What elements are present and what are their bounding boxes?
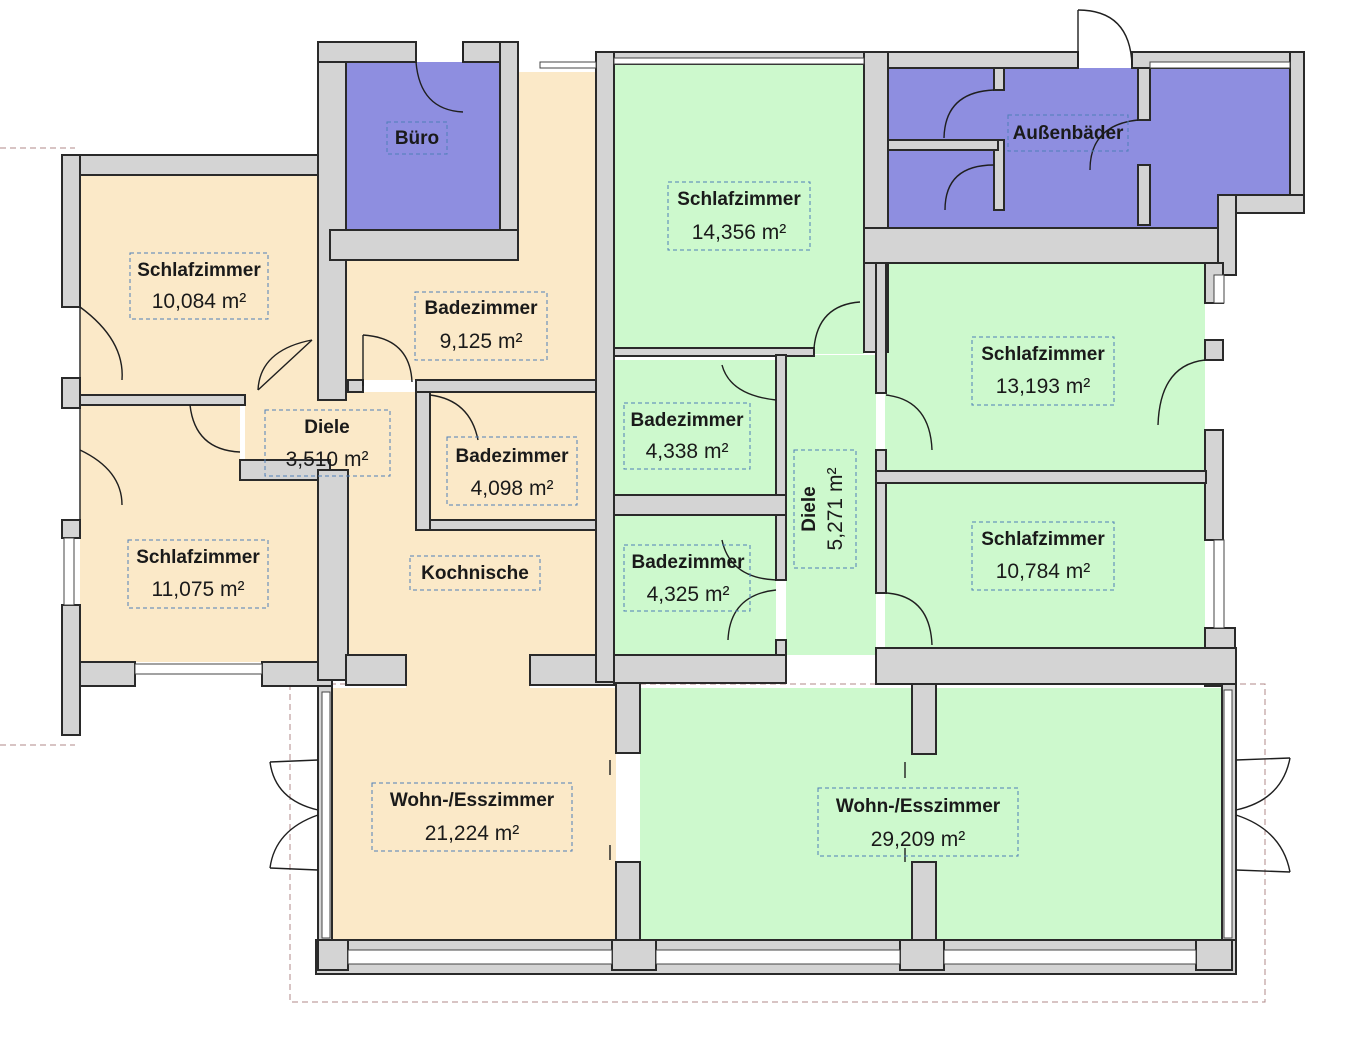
room-labels: Büro Außenbäder Schlafzimmer 10,084 m² B… — [127, 114, 1129, 857]
label-diele-1: Diele 3,510 m² — [264, 409, 391, 477]
label-badezimmer-4: Badezimmer 4,325 m² — [623, 544, 751, 612]
label-wohn-2: Wohn-/Esszimmer 29,209 m² — [817, 787, 1019, 857]
room-area-badezimmer-3: 4,338 m² — [646, 440, 729, 463]
room-name-badezimmer-3: Badezimmer — [631, 410, 745, 431]
room-name-wohn-2: Wohn-/Esszimmer — [836, 796, 1001, 817]
room-fill-diele-2 — [786, 355, 876, 655]
room-fill-wohn-1 — [330, 688, 616, 940]
room-name-schlafzimmer-2: Schlafzimmer — [677, 189, 801, 210]
room-area-badezimmer-4: 4,325 m² — [647, 583, 730, 606]
room-fill-kochnische — [330, 470, 596, 688]
room-fill-badezimmer-4 — [614, 515, 776, 655]
label-schlafzimmer-2: Schlafzimmer 14,356 m² — [667, 181, 811, 251]
room-fill-buero — [340, 62, 500, 230]
label-badezimmer-3: Badezimmer 4,338 m² — [623, 402, 751, 470]
room-name-aussenbaeder: Außenbäder — [1013, 123, 1124, 144]
room-name-buero: Büro — [395, 128, 439, 149]
terrace-outline — [0, 147, 1266, 1003]
room-name-schlafzimmer-4: Schlafzimmer — [136, 547, 260, 568]
room-fill-diele-1 — [245, 392, 416, 470]
doors — [79, 9, 1291, 873]
room-name-badezimmer-2: Badezimmer — [456, 446, 570, 467]
room-fill-badezimmer-3 — [614, 360, 776, 495]
room-area-schlafzimmer-2: 14,356 m² — [692, 221, 787, 244]
label-aussenbaeder: Außenbäder — [1007, 114, 1129, 152]
room-fill-badezimmer-1 — [346, 72, 596, 380]
label-schlafzimmer-4: Schlafzimmer 11,075 m² — [127, 539, 269, 609]
room-area-schlafzimmer-4: 11,075 m² — [152, 578, 245, 601]
walls — [61, 41, 1305, 975]
room-fill-schlafzimmer-3 — [885, 263, 1205, 471]
room-area-schlafzimmer-1: 10,084 m² — [152, 290, 247, 313]
room-name-wohn-1: Wohn-/Esszimmer — [390, 790, 555, 811]
room-name-diele-2: Diele — [799, 486, 820, 531]
room-name-badezimmer-4: Badezimmer — [632, 552, 746, 573]
room-fill-schlafzimmer-5 — [885, 483, 1205, 648]
room-name-schlafzimmer-5: Schlafzimmer — [981, 529, 1105, 550]
label-buero: Büro — [386, 121, 448, 155]
room-area-wohn-2: 29,209 m² — [871, 828, 966, 851]
room-fills — [80, 62, 1290, 940]
room-fill-aussenbaeder — [888, 68, 1290, 228]
label-diele-2: Diele 5,271 m² — [793, 449, 857, 569]
windows — [63, 57, 1291, 965]
label-kochnische: Kochnische — [409, 555, 541, 591]
room-area-diele-1: 3,510 m² — [286, 448, 369, 471]
label-schlafzimmer-1: Schlafzimmer 10,084 m² — [129, 252, 269, 320]
label-wohn-1: Wohn-/Esszimmer 21,224 m² — [371, 782, 573, 852]
room-name-kochnische: Kochnische — [421, 563, 529, 584]
room-name-diele-1: Diele — [304, 417, 349, 438]
label-badezimmer-2: Badezimmer 4,098 m² — [446, 436, 578, 506]
room-fill-badezimmer-2 — [430, 392, 596, 520]
room-area-badezimmer-2: 4,098 m² — [471, 477, 554, 500]
label-badezimmer-1: Badezimmer 9,125 m² — [414, 291, 548, 361]
label-schlafzimmer-3: Schlafzimmer 13,193 m² — [971, 336, 1115, 406]
room-fill-schlafzimmer-4 — [80, 402, 318, 662]
room-area-wohn-1: 21,224 m² — [425, 822, 520, 845]
room-area-schlafzimmer-5: 10,784 m² — [996, 560, 1091, 583]
room-name-badezimmer-1: Badezimmer — [425, 298, 539, 319]
room-area-schlafzimmer-3: 13,193 m² — [996, 375, 1091, 398]
room-name-schlafzimmer-1: Schlafzimmer — [137, 260, 261, 281]
room-area-diele-2: 5,271 m² — [824, 468, 847, 551]
room-fill-schlafzimmer-1 — [80, 175, 318, 395]
label-schlafzimmer-5: Schlafzimmer 10,784 m² — [971, 521, 1115, 591]
room-fill-schlafzimmer-2 — [614, 64, 864, 354]
room-name-schlafzimmer-3: Schlafzimmer — [981, 344, 1105, 365]
room-area-badezimmer-1: 9,125 m² — [440, 330, 523, 353]
